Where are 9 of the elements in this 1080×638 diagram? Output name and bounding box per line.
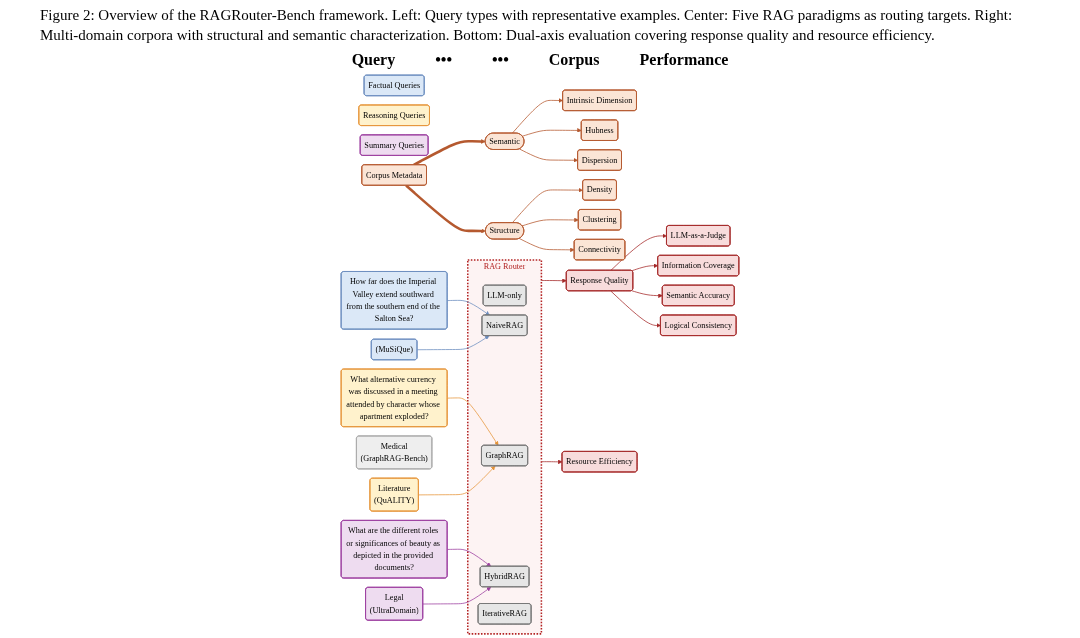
arrow bbox=[405, 184, 486, 234]
section-heading: Performance bbox=[639, 51, 729, 69]
figure-caption: Figure 2: Overview of the RAGRouter-Bench framework. Left: Query types with representative examples. Center: Five RAG paradigms as routing targets. Right: Multi-domain corpora with structural and semantic characterization. Bottom: Dual-axis evaluation covering response quality and resource efficiency. bbox=[40, 6, 1014, 45]
section-heading: ••• bbox=[435, 51, 452, 69]
section-heading: ••• bbox=[492, 51, 509, 69]
flowchart-diagram: RAG Router Factual Queries Reasoning Queries Summary Queries How far does the Imperial Valley extend southward from the southern end of the Salton Sea? What alternative currency was discussed in a meeting attended by character whose apartment exploded? What are the different roles or significances of beauty as depicted in the provided documents? LLM-only NaiveRAG GraphRAG HybridRAG IterativeRAG (MuSiQue) Medical (GraphRAG-Bench) Literature (QuALITY) Legal (UltraDomain) Intrinsic Dimension Hubness Dispersion Semantic Corpus Metadata Structure Density Clustering Connectivity LLM-as-a-Judge Response Quality Information Coverage Semantic Accuracy Logical Consistency Resource Efficiency bbox=[0, 71, 1080, 638]
section-heading: Query bbox=[351, 51, 396, 69]
section-heading: Corpus bbox=[548, 51, 600, 69]
cluster bbox=[467, 259, 543, 635]
